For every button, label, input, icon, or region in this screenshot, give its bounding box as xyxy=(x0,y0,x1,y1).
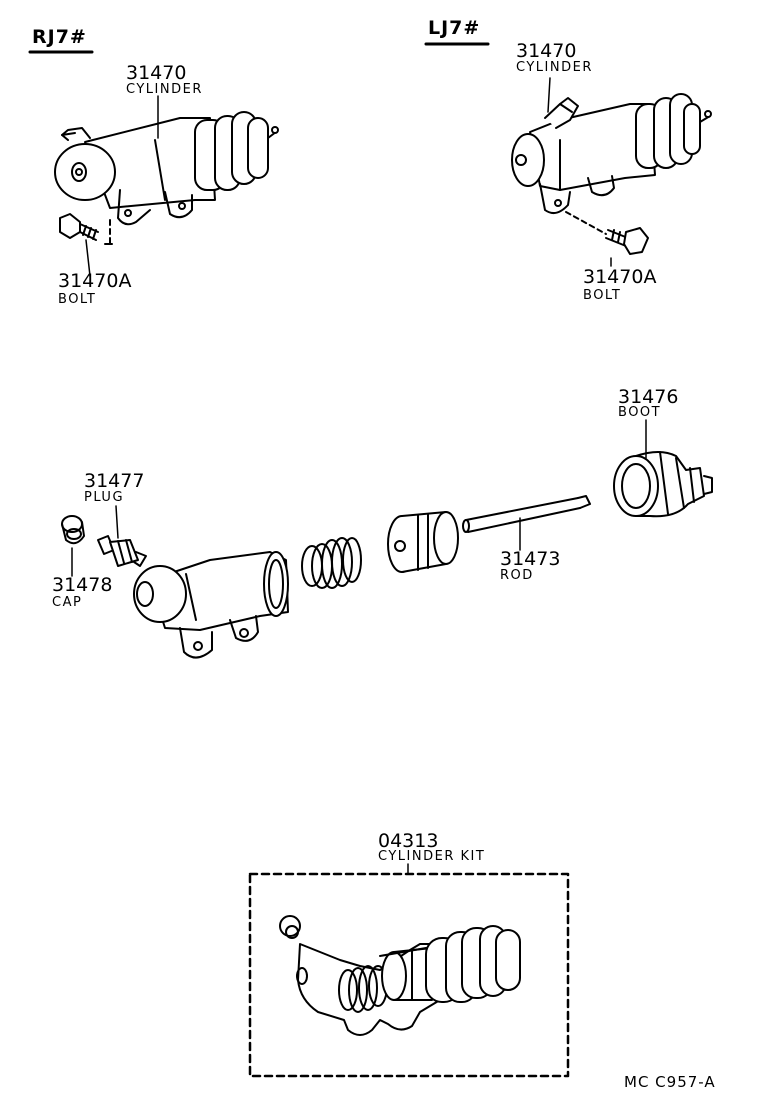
part-name-rod: ROD xyxy=(500,568,534,583)
part-name-cap: CAP xyxy=(52,595,83,610)
cylinder-right xyxy=(512,98,655,213)
part-name-cylinder-left: CYLINDER xyxy=(126,82,203,97)
part-number-cylinder-right: 31470 xyxy=(516,40,577,62)
header-lj7: LJ7# xyxy=(428,17,481,39)
bolt-right xyxy=(566,212,648,254)
spring xyxy=(302,538,361,588)
part-number-cylinder-left: 31470 xyxy=(126,62,187,84)
part-name-boot: BOOT xyxy=(618,405,662,420)
part-name-plug: PLUG xyxy=(84,490,125,505)
piston xyxy=(388,512,458,572)
rod xyxy=(463,496,590,532)
part-name-bolt-left: BOLT xyxy=(58,292,97,307)
figure-code: MC C957-A xyxy=(624,1073,716,1091)
cap xyxy=(62,516,84,543)
cylinder-body xyxy=(134,552,288,658)
kit-boundary xyxy=(250,874,568,1076)
part-number-plug: 31477 xyxy=(84,470,145,492)
part-name-bolt-right: BOLT xyxy=(583,288,622,303)
cylinder-left xyxy=(55,118,215,224)
header-rj7: RJ7# xyxy=(32,26,87,48)
boot xyxy=(614,452,712,516)
leader-lines xyxy=(72,78,646,874)
part-number-boot: 31476 xyxy=(618,386,679,408)
part-name-cylinder-right: CYLINDER xyxy=(516,60,593,75)
plug xyxy=(98,536,146,566)
boot-right xyxy=(636,94,711,168)
kit-assembly xyxy=(280,916,520,1035)
boot-left xyxy=(195,112,278,190)
part-number-bolt-left: 31470A xyxy=(58,270,132,292)
part-number-rod: 31473 xyxy=(500,548,561,570)
part-number-kit: 04313 xyxy=(378,830,439,852)
part-name-kit: CYLINDER KIT xyxy=(378,849,486,864)
part-number-bolt-right: 31470A xyxy=(583,266,657,288)
bolt-left xyxy=(60,214,112,246)
part-number-cap: 31478 xyxy=(52,574,113,596)
